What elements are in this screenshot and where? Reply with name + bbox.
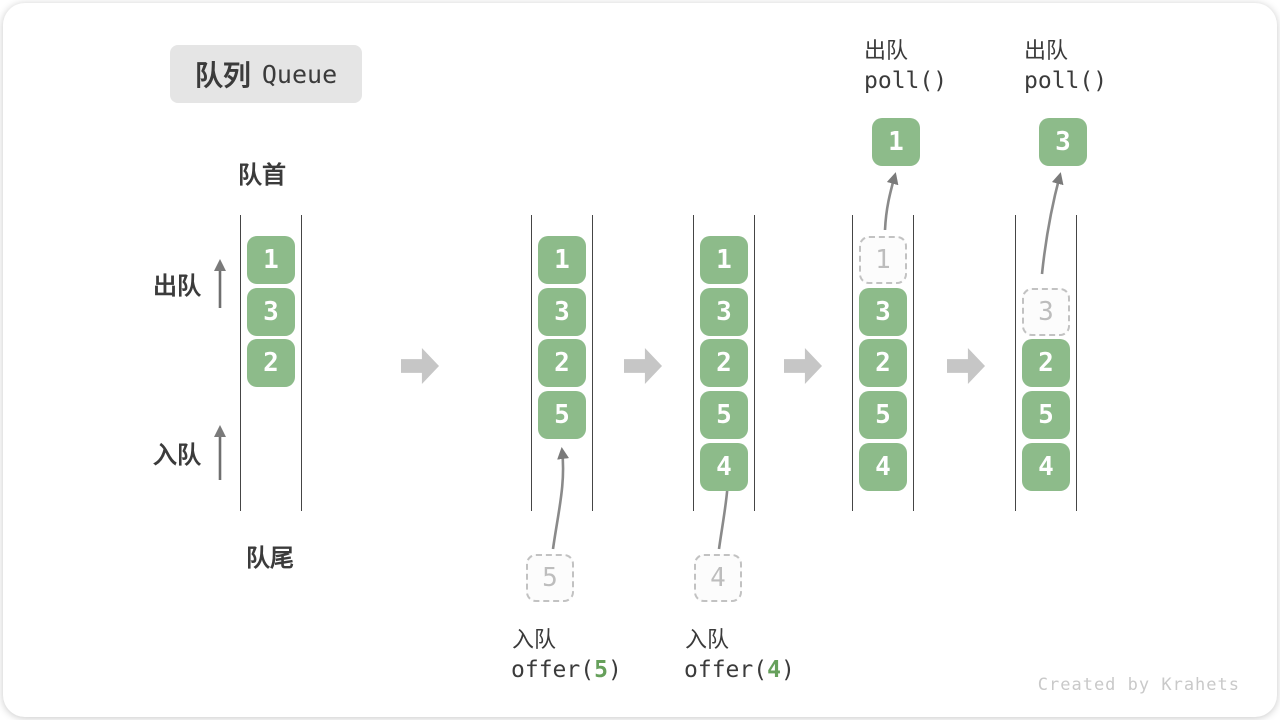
code-arg: 4	[767, 657, 781, 683]
title-badge: 队列 Queue	[170, 45, 362, 103]
queue-item: 4	[700, 443, 748, 491]
queue-item: 5	[700, 391, 748, 439]
queue-item: 1	[538, 236, 586, 284]
queue-walls	[693, 215, 755, 511]
queue-item: 4	[1022, 443, 1070, 491]
code-text: )	[607, 657, 622, 683]
queue-item: 5	[859, 391, 907, 439]
code-text: )	[780, 657, 795, 683]
offer-code: offer(4)	[684, 657, 795, 683]
queue-item: 3	[247, 288, 295, 336]
polled-item: 1	[872, 118, 920, 166]
queue-item: 2	[1022, 339, 1070, 387]
queue-item: 3	[700, 288, 748, 336]
queue-item: 3	[538, 288, 586, 336]
queue-walls	[531, 215, 593, 511]
step-arrow-icon	[947, 348, 985, 384]
queue-item: 5	[538, 391, 586, 439]
label-enqueue: 入队	[153, 441, 201, 469]
enqueue-caption: 入队	[685, 628, 730, 653]
queue-item: 4	[859, 443, 907, 491]
dequeue-caption: 出队	[1024, 39, 1069, 64]
queue-walls	[852, 215, 914, 511]
title-en: Queue	[261, 59, 338, 89]
watermark: Created by Krahets	[1037, 675, 1240, 695]
step-arrow-icon	[624, 348, 662, 384]
queue-item: 2	[538, 339, 586, 387]
queue-item: 5	[1022, 391, 1070, 439]
title-zh: 队列	[194, 59, 251, 92]
queue-item: 2	[700, 339, 748, 387]
offer-code: offer(5)	[511, 657, 622, 683]
queue-item: 3	[859, 288, 907, 336]
queue-walls	[240, 215, 302, 511]
enqueue-caption: 入队	[512, 628, 557, 653]
code-text: offer(	[511, 657, 595, 683]
label-queue-rear: 队尾	[246, 544, 294, 572]
queue-item-dashed: 1	[859, 236, 907, 284]
queue-item-dashed: 3	[1022, 288, 1070, 336]
step-arrow-icon	[784, 348, 822, 384]
queue-item: 1	[700, 236, 748, 284]
polled-item: 3	[1039, 118, 1087, 166]
incoming-item: 4	[694, 554, 742, 602]
dequeue-caption: 出队	[864, 39, 909, 64]
code-text: offer(	[684, 657, 768, 683]
label-queue-front: 队首	[238, 161, 286, 189]
queue-walls	[1015, 215, 1077, 511]
queue-item: 2	[859, 339, 907, 387]
label-dequeue: 出队	[153, 272, 201, 300]
poll-code: poll()	[864, 68, 948, 94]
step-arrow-icon	[401, 348, 439, 384]
incoming-item: 5	[526, 554, 574, 602]
poll-code: poll()	[1024, 68, 1108, 94]
code-arg: 5	[594, 657, 608, 683]
queue-item: 2	[247, 339, 295, 387]
queue-item: 1	[247, 236, 295, 284]
